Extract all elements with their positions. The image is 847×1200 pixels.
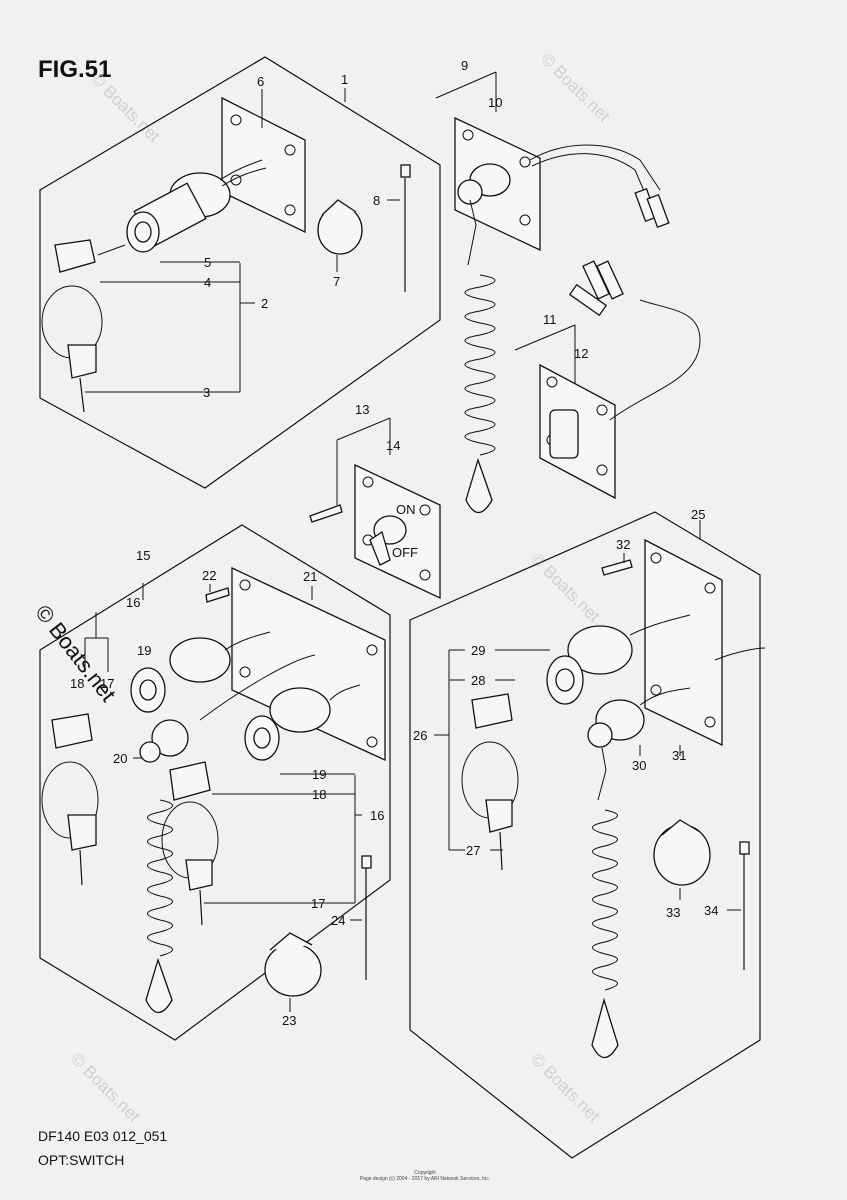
callout-19b: 19	[312, 767, 326, 782]
watermark: © Boats.net	[87, 69, 164, 146]
callout-33: 33	[666, 905, 680, 920]
callout-17a: 17	[100, 676, 114, 691]
callout-27: 27	[466, 843, 480, 858]
callout-14: 14	[386, 438, 400, 453]
callout-24: 24	[331, 913, 345, 928]
callout-2: 2	[261, 296, 268, 311]
assembly-11	[514, 260, 701, 500]
assembly-13: ON OFF	[309, 417, 441, 600]
callout-31: 31	[672, 748, 686, 763]
callout-11: 11	[543, 312, 557, 327]
copyright-notice: Copyright Page design (c) 2004 - 2017 by…	[340, 1170, 510, 1182]
watermark: © Boats.net	[527, 1049, 604, 1126]
callout-8: 8	[373, 193, 380, 208]
callout-5: 5	[204, 255, 211, 270]
model-code: DF140 E03 012_051	[38, 1128, 168, 1144]
callout-32: 32	[616, 537, 630, 552]
assembly-25-box	[409, 511, 766, 1159]
callout-29: 29	[471, 643, 485, 658]
callout-13: 13	[355, 402, 369, 417]
callout-12: 12	[574, 346, 588, 361]
callout-numbers: 1 2 3 4 5 6 7 8 9 10 11 12 13 14 15 16 1…	[70, 58, 718, 1028]
callout-20: 20	[113, 751, 127, 766]
assembly-9	[435, 71, 670, 514]
figure-name: OPT:SWITCH	[38, 1152, 125, 1168]
callout-9: 9	[461, 58, 468, 73]
callout-1: 1	[341, 72, 348, 87]
callout-25: 25	[691, 507, 705, 522]
callout-10: 10	[488, 95, 502, 110]
switch-on-mark: ON	[396, 502, 416, 517]
copyright-line-2: Page design (c) 2004 - 2017 by ARI Netwo…	[359, 1176, 491, 1182]
callout-30: 30	[632, 758, 646, 773]
switch-off-mark: OFF	[392, 545, 418, 560]
callout-28: 28	[471, 673, 485, 688]
callout-19a: 19	[137, 643, 151, 658]
assembly-15-box	[39, 524, 391, 1041]
callout-22: 22	[202, 568, 216, 583]
callout-6: 6	[257, 74, 264, 89]
callout-4: 4	[204, 275, 211, 290]
assembly-1-box	[39, 56, 441, 489]
callout-3: 3	[203, 385, 210, 400]
callout-23: 23	[282, 1013, 296, 1028]
callout-34: 34	[704, 903, 718, 918]
watermark: © Boats.net	[537, 49, 614, 126]
callout-18b: 18	[312, 787, 326, 802]
watermark: © Boats.net	[527, 549, 604, 626]
watermark: © Boats.net	[67, 1049, 144, 1126]
copyright-line-1: Copyright	[414, 1170, 436, 1176]
callout-17b: 17	[311, 896, 325, 911]
callout-7: 7	[333, 274, 340, 289]
callout-15: 15	[136, 548, 150, 563]
callout-26: 26	[413, 728, 427, 743]
callout-18a: 18	[70, 676, 84, 691]
figure-title: FIG.51	[38, 56, 112, 83]
callout-16b: 16	[370, 808, 384, 823]
callout-21: 21	[303, 569, 317, 584]
callout-16a: 16	[126, 595, 140, 610]
